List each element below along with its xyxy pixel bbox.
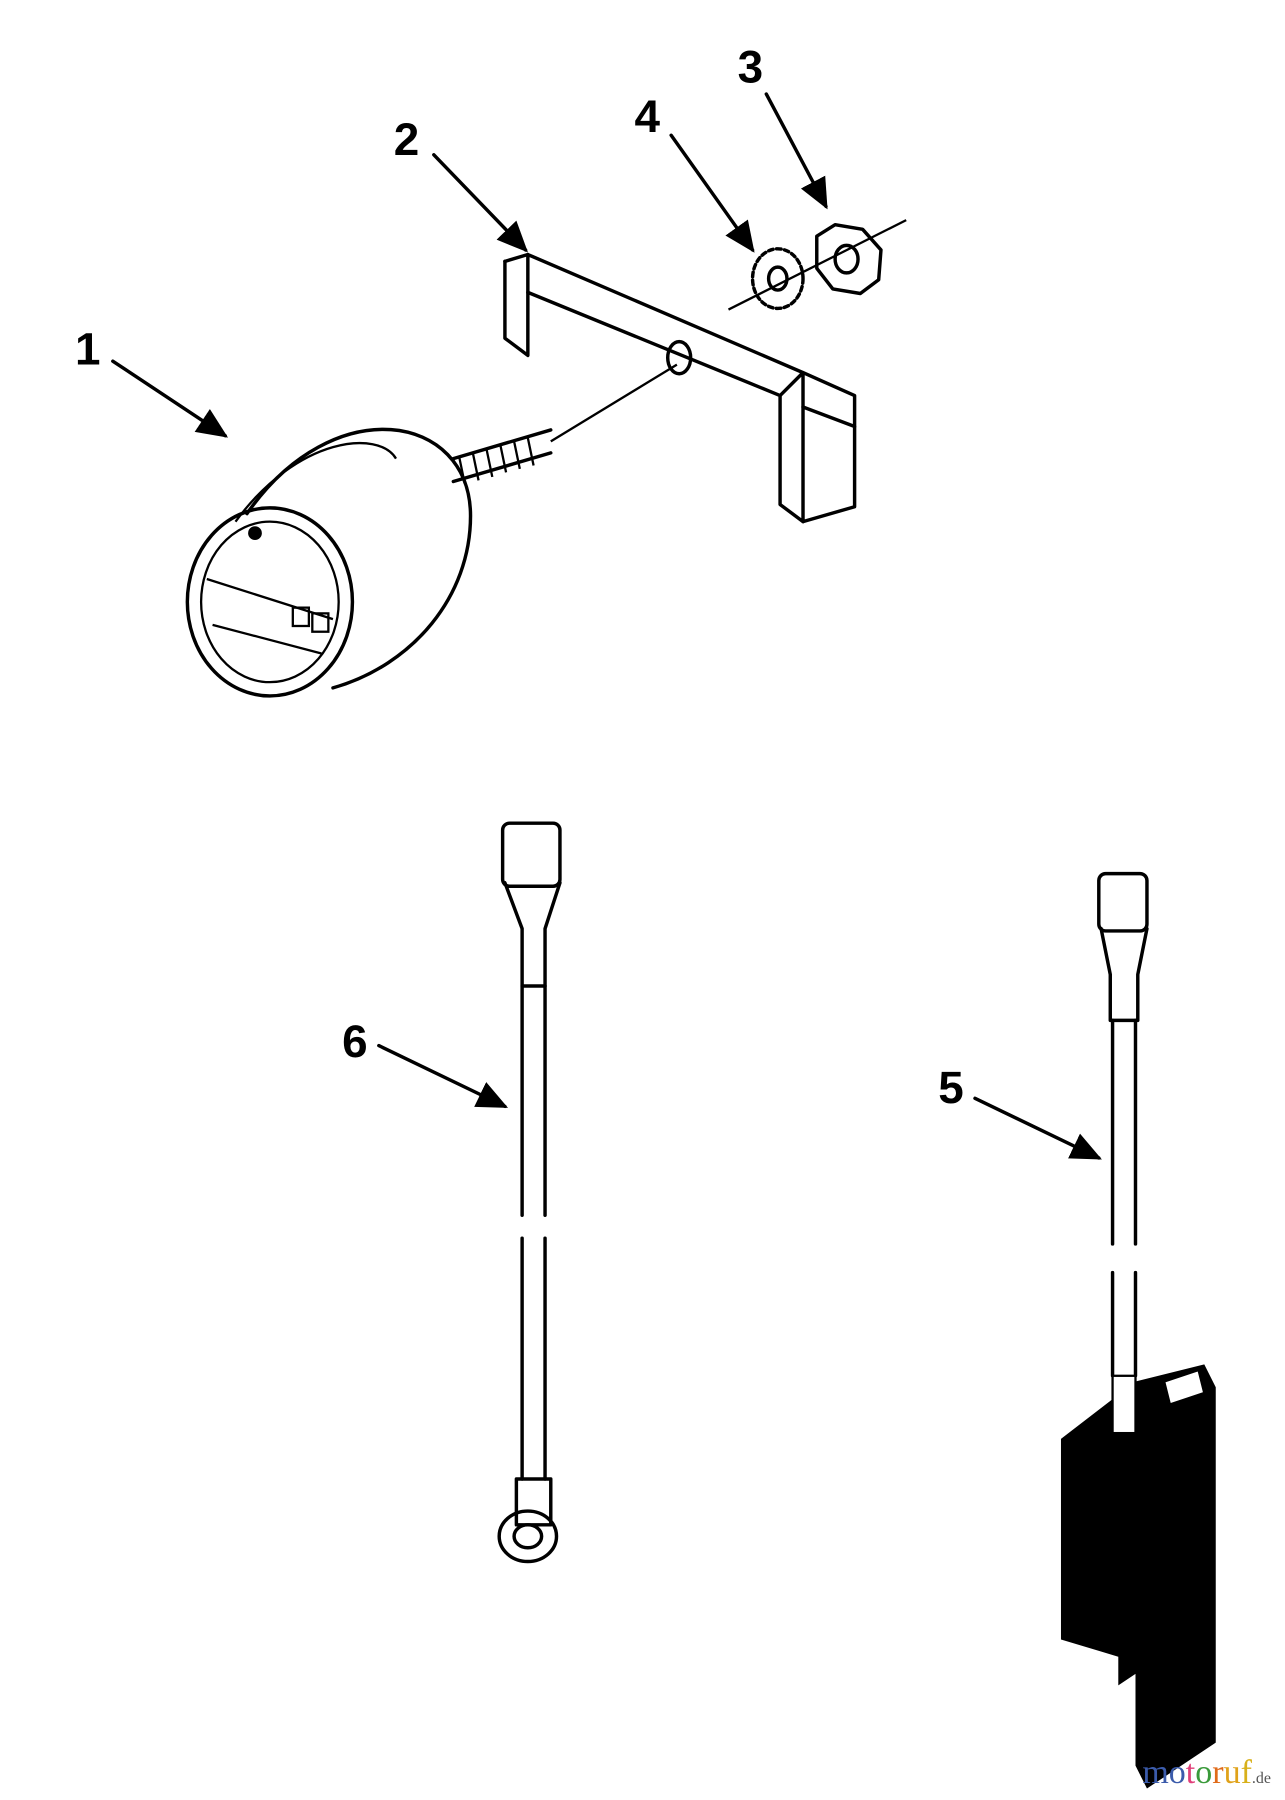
callout-6: 6: [342, 1015, 368, 1067]
callout-2: 2: [394, 113, 420, 165]
part-5-wire-connector: [1060, 871, 1216, 1789]
part-3-hex-nut: [815, 222, 883, 296]
part-1-hour-meter: [185, 363, 678, 698]
part-2-bracket: [503, 252, 857, 524]
part-6-wire-ring-terminal: [497, 821, 562, 1564]
callout-1: 1: [75, 323, 101, 375]
watermark-logo: motoruf.de: [1142, 1754, 1271, 1791]
callout-4: 4: [634, 90, 660, 142]
callout-arrows: [111, 92, 1102, 1160]
callout-3: 3: [738, 41, 763, 93]
callout-5: 5: [938, 1061, 963, 1113]
